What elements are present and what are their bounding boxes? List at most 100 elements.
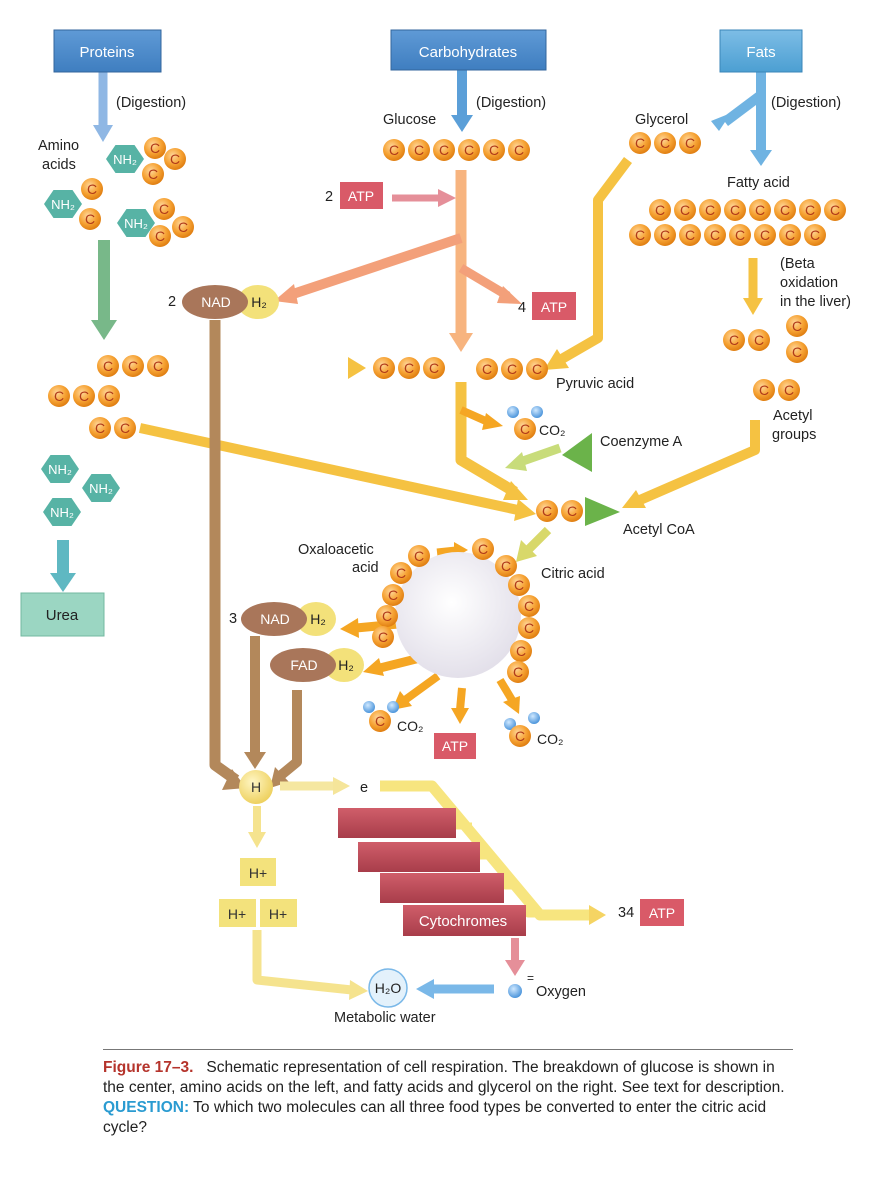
count-atp-glycolysis: 4 xyxy=(518,300,526,316)
h2-label: H₂ xyxy=(251,294,267,310)
carbon-label: C xyxy=(103,358,113,374)
carbon-label: C xyxy=(404,360,414,376)
label-acetyl-1: Acetyl xyxy=(773,408,813,424)
carbon-label: C xyxy=(520,421,530,437)
carbon-label: C xyxy=(389,142,399,158)
label-beta-2: oxidation xyxy=(780,275,838,291)
carbon-atom: C xyxy=(472,538,494,560)
carbon-label: C xyxy=(805,202,815,218)
arrow-cc-to-acetyl xyxy=(138,423,520,515)
carbon-atom: C xyxy=(786,315,808,337)
carbon-label: C xyxy=(567,503,577,519)
co2-pyruvate: CO₂ xyxy=(507,406,565,438)
carbon-atom: C xyxy=(81,178,103,200)
h-label: H xyxy=(251,779,261,795)
nad-cycle: NAD H₂ xyxy=(241,602,336,636)
arrow-nad-to-h xyxy=(209,320,240,785)
label-oxygen: Oxygen xyxy=(536,984,586,1000)
caption-text: Schematic representation of cell respira… xyxy=(103,1059,785,1096)
arrowhead xyxy=(416,979,434,999)
carbon-atom: C xyxy=(778,379,800,401)
carbon-atom: C xyxy=(729,224,751,246)
arrowhead xyxy=(449,333,473,352)
text-labels: (Digestion) (Digestion) (Digestion) Amin… xyxy=(38,95,851,1026)
h-plus-label: H+ xyxy=(228,906,246,922)
carbon-atom: C xyxy=(495,555,517,577)
carbon-atom: C xyxy=(114,417,136,439)
carbon-atom: C xyxy=(536,500,558,522)
count-atp-cytochromes: 34 xyxy=(618,905,634,921)
carbon-atom: C xyxy=(423,357,445,379)
atp-label: ATP xyxy=(541,299,567,315)
cytochromes-label: Cytochromes xyxy=(419,913,507,930)
fad-label: FAD xyxy=(290,657,317,673)
carbon-label: C xyxy=(635,227,645,243)
co2-cycle-left: CO₂ xyxy=(363,701,423,734)
label-oxygen-charge: = xyxy=(527,971,534,985)
carbon-label: C xyxy=(482,361,492,377)
cell-respiration-diagram: Proteins Carbohydrates Fats (Digestion) … xyxy=(20,29,851,1026)
nh2-label: NH₂ xyxy=(124,216,148,231)
carbon-atom: C xyxy=(408,545,430,567)
nad-label: NAD xyxy=(201,294,231,310)
carbon-atom: C xyxy=(147,355,169,377)
carbon-label: C xyxy=(710,227,720,243)
nh2-label: NH₂ xyxy=(48,462,72,477)
carbon-atom: C xyxy=(654,224,676,246)
carbon-label: C xyxy=(705,202,715,218)
carbon-atom: C xyxy=(518,617,540,639)
carbon-atom: C xyxy=(48,385,70,407)
nh2-group: NH₂ xyxy=(106,145,144,173)
nh2-label: NH₂ xyxy=(89,481,113,496)
atp-box-investment: ATP xyxy=(340,182,383,209)
carbon-label: C xyxy=(170,151,180,167)
carbon-label: C xyxy=(159,201,169,217)
nh2-label: NH₂ xyxy=(51,197,75,212)
h-plus-label: H+ xyxy=(269,906,287,922)
carbon-atom: C xyxy=(510,640,532,662)
carbon-atom: C xyxy=(561,500,583,522)
arrowhead xyxy=(505,452,527,471)
carbon-atom: C xyxy=(679,224,701,246)
source-carbohydrates: Carbohydrates xyxy=(390,29,547,71)
count-atp-investment: 2 xyxy=(325,189,333,205)
carbon-atom: C xyxy=(164,148,186,170)
carbon-atom: C xyxy=(723,329,745,351)
arrowhead xyxy=(348,357,366,379)
arrow-cycle-top xyxy=(436,546,457,556)
arrowhead xyxy=(438,189,456,207)
co2-label: CO₂ xyxy=(537,731,563,747)
arrowhead xyxy=(248,832,266,848)
arrow-cycle-to-atp xyxy=(456,687,466,711)
carbon-atom: C xyxy=(629,224,651,246)
arrowhead xyxy=(482,413,503,430)
carbon-label: C xyxy=(54,388,64,404)
oxygen-atom xyxy=(508,984,522,998)
h2o-label: H₂O xyxy=(375,980,402,996)
arrowhead xyxy=(750,150,772,166)
carbon-label: C xyxy=(378,629,388,645)
figure-caption: Figure 17–3. Schematic representation of… xyxy=(103,1058,793,1138)
arrow-hplus-to-water xyxy=(252,930,353,995)
carbon-label: C xyxy=(542,503,552,519)
arrowhead xyxy=(363,658,384,676)
carbon-label: C xyxy=(685,135,695,151)
arrowhead xyxy=(544,349,569,370)
carbon-atom: C xyxy=(476,358,498,380)
carbon-label: C xyxy=(755,202,765,218)
carbon-atom: C xyxy=(654,132,676,154)
atp-box-cytochromes: ATP xyxy=(640,899,684,926)
carbon-label: C xyxy=(792,318,802,334)
arrowhead xyxy=(622,490,646,508)
atp-label: ATP xyxy=(649,905,675,921)
caption-description: Figure 17–3. Schematic representation of… xyxy=(103,1058,793,1098)
carbon-atom: C xyxy=(89,417,111,439)
arrowhead xyxy=(451,115,473,132)
carbon-atom: C xyxy=(774,199,796,221)
label-fatty-acid: Fatty acid xyxy=(727,175,790,191)
carbon-label: C xyxy=(388,587,398,603)
arrow-layer xyxy=(50,68,772,1000)
carbon-atom: C xyxy=(507,661,529,683)
co2-label: CO₂ xyxy=(539,422,565,438)
